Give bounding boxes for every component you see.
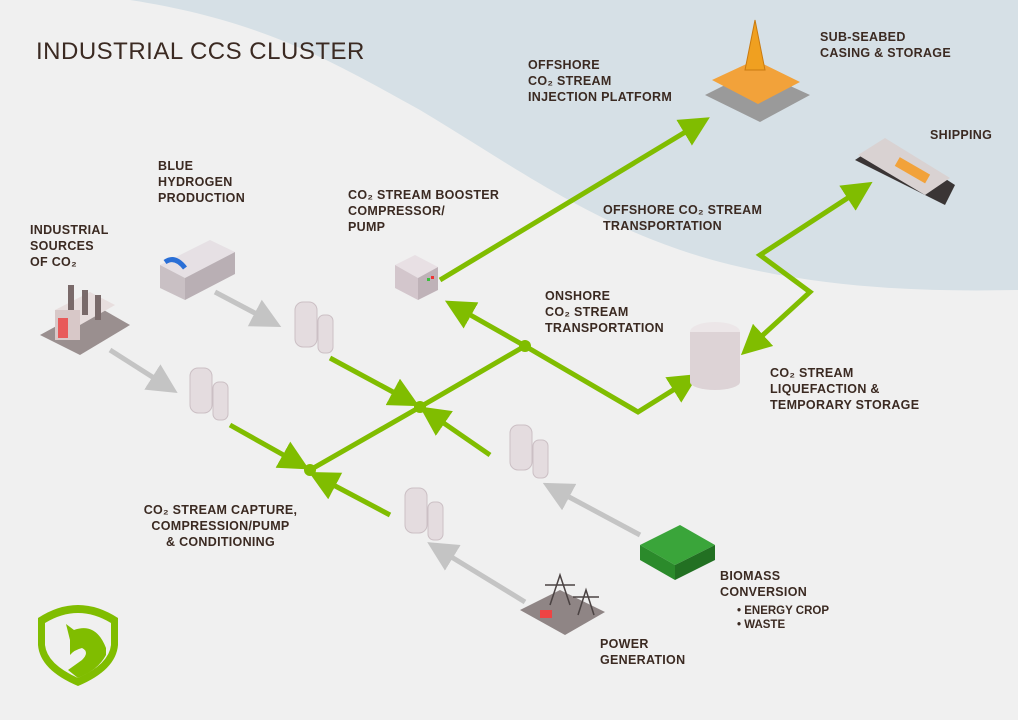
factory-icon [40, 285, 130, 355]
tanker-ship-icon [855, 138, 955, 205]
feed-arrows [108, 289, 642, 605]
shield-horse-logo [38, 605, 118, 686]
biomass-greenhouse-icon [640, 525, 715, 580]
label-shipping: SHIPPING [930, 128, 993, 142]
compressor-icon [395, 255, 438, 300]
pipelines [228, 117, 873, 518]
power-feed-arrow [427, 542, 527, 605]
junction-nodes [304, 340, 531, 476]
label-offshore-platform: OFFSHORE CO₂ STREAM INJECTION PLATFORM [528, 58, 673, 104]
label-booster: CO₂ STREAM BOOSTER COMPRESSOR/ PUMP [348, 188, 500, 234]
liquefaction-tank-icon [690, 322, 740, 390]
biomass-item: • WASTE [737, 619, 786, 631]
biomass-feed-arrow [542, 482, 642, 538]
label-sub-seabed: SUB-SEABED CASING & STORAGE [820, 30, 951, 60]
oil-platform-icon [705, 19, 810, 122]
power-pylon-icon [520, 572, 605, 635]
hydrogen-plant-icon [160, 240, 235, 300]
label-blue-hydrogen: BLUE HYDROGEN PRODUCTION [158, 159, 246, 205]
hydrogen-feed-arrow [213, 289, 282, 328]
biomass-item: • ENERGY CROP [737, 605, 829, 617]
storage-tank-icon [189, 301, 549, 541]
page-title: INDUSTRIAL CCS CLUSTER [36, 38, 365, 65]
label-power: POWER GENERATION [600, 637, 686, 667]
label-onshore-transport: ONSHORE CO₂ STREAM TRANSPORTATION [545, 289, 665, 335]
industrial-feed-arrow [108, 347, 178, 394]
label-biomass: BIOMASS CONVERSION [720, 569, 808, 599]
label-liquefaction: CO₂ STREAM LIQUEFACTION & TEMPORARY STOR… [770, 366, 920, 412]
label-industrial-sources: INDUSTRIAL SOURCES OF CO₂ [30, 223, 109, 269]
label-capture: CO₂ STREAM CAPTURE, COMPRESSION/PUMP & C… [143, 503, 298, 549]
label-offshore-transport: OFFSHORE CO₂ STREAM TRANSPORTATION [603, 203, 763, 233]
